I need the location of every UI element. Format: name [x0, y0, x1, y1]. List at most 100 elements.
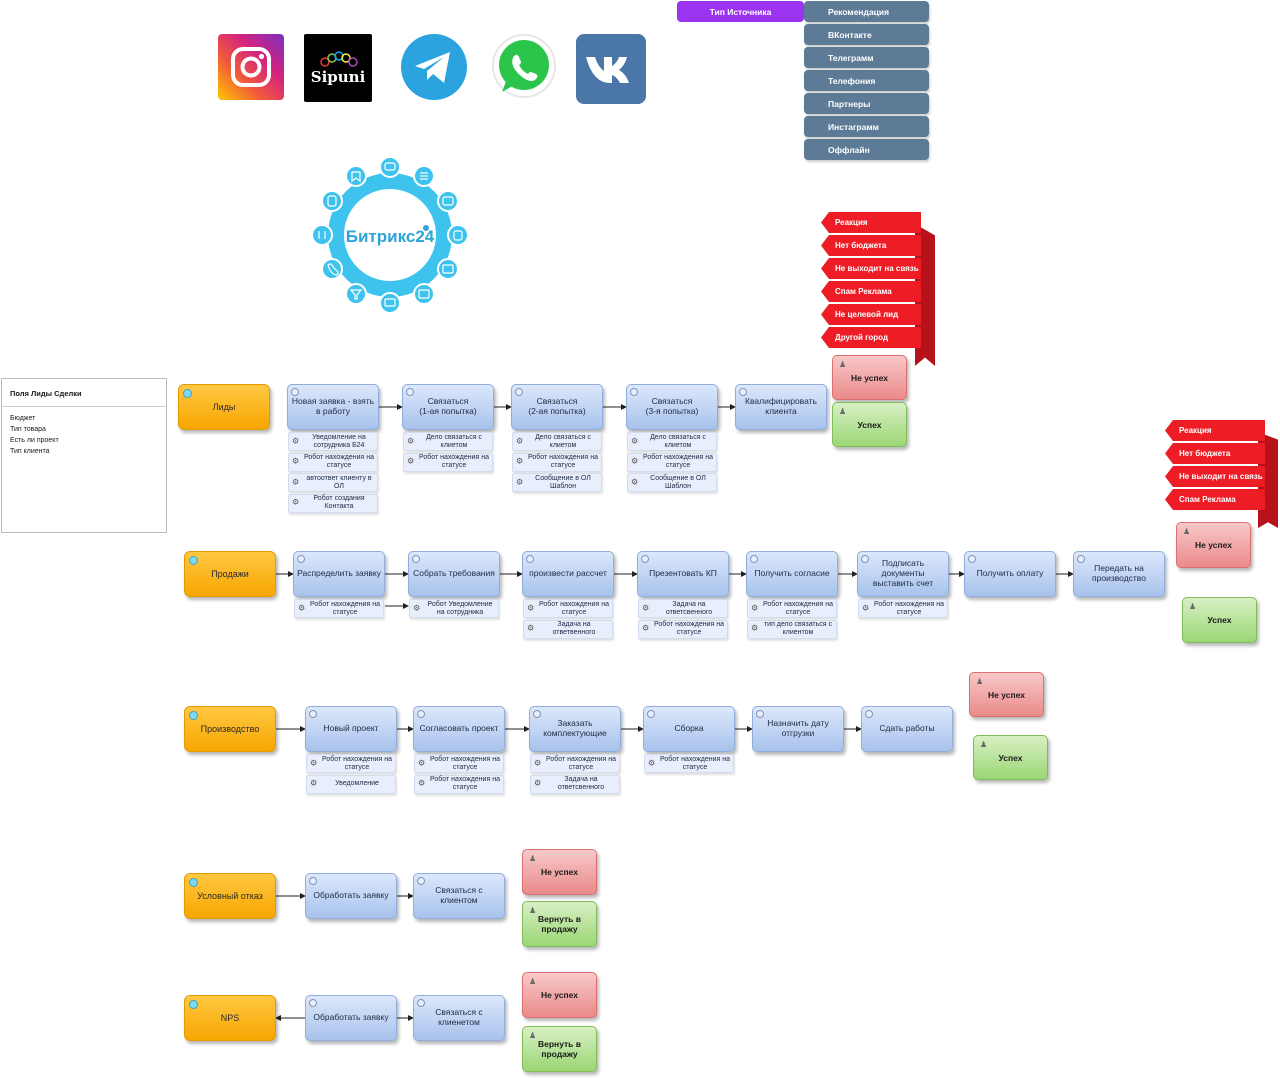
- pipeline-step[interactable]: Заказать комплектующие: [529, 706, 621, 752]
- pipeline-step[interactable]: Согласовать проект: [413, 706, 505, 752]
- automation-item[interactable]: Уведомление на сотрудника Б24⚙: [288, 432, 378, 451]
- stage-production[interactable]: Производство: [184, 706, 276, 752]
- leads-reason-tag[interactable]: Не выходит на связь: [821, 258, 921, 279]
- pipeline-step[interactable]: Назначить дату отгрузки: [752, 706, 844, 752]
- automation-item[interactable]: автоответ клиенту в ОЛ⚙: [288, 473, 378, 492]
- automation-item[interactable]: Дело связаться с клиетом⚙: [512, 432, 602, 451]
- automation-item-label: Робот нахождения на статусе: [659, 755, 731, 771]
- success-box[interactable]: Успех♟: [832, 402, 907, 447]
- pipeline-step-label: Обработать заявку: [313, 1012, 389, 1023]
- source-type-header[interactable]: Тип Источника: [677, 1, 804, 22]
- pipeline-step[interactable]: Получить оплату: [964, 551, 1056, 597]
- sales-reason-tag[interactable]: Не выходит на связь: [1165, 466, 1265, 487]
- automation-item[interactable]: Робот нахождения на статусе⚙: [306, 754, 396, 773]
- automation-item[interactable]: Задача на ответсвенного⚙: [530, 774, 620, 794]
- fail-box[interactable]: Не успех♟: [1176, 522, 1251, 568]
- stage-conditional[interactable]: Условный отказ: [184, 873, 276, 919]
- gear-icon: ⚙: [292, 477, 300, 487]
- automation-item[interactable]: Робот нахождения на статусе⚙: [627, 452, 717, 472]
- automation-item[interactable]: тип дело связаться с клиентом⚙: [747, 619, 837, 639]
- automation-item[interactable]: Робот нахождения на статусе⚙: [294, 599, 384, 618]
- source-item[interactable]: Телеграмм: [804, 47, 929, 68]
- automation-item[interactable]: Робот нахождения на статусе⚙: [512, 452, 602, 472]
- fail-box[interactable]: Не успех♟: [832, 355, 907, 400]
- automation-item[interactable]: Робот нахождения на статусе⚙: [288, 452, 378, 472]
- source-item[interactable]: Партнеры: [804, 93, 929, 114]
- automation-item[interactable]: Робот нахождения на статусе⚙: [530, 754, 620, 773]
- bitrix-wordmark: Битрикс24: [346, 227, 435, 246]
- automation-item[interactable]: Сообщение в ОЛ Шаблон⚙: [627, 473, 717, 492]
- stage-sales[interactable]: Продажи: [184, 551, 276, 597]
- pipeline-step[interactable]: Новый проект: [305, 706, 397, 752]
- success-box[interactable]: Успех♟: [973, 735, 1048, 780]
- automation-item[interactable]: Дело связаться с клиетом⚙: [627, 432, 717, 451]
- sales-reason-tag[interactable]: Спам Реклама: [1165, 489, 1265, 510]
- automation-item[interactable]: Робот нахождения на статусе⚙: [523, 599, 613, 618]
- pipeline-step[interactable]: Связаться с клиенетом: [413, 995, 505, 1041]
- automation-item[interactable]: Робот создания Контакта⚙: [288, 493, 378, 513]
- automation-item-label: Задача на ответсвенного: [557, 776, 605, 791]
- success-box-label: Успех: [1207, 615, 1232, 625]
- pipeline-step-label: Квалифицировать клиента: [745, 396, 817, 416]
- automation-item[interactable]: Робот нахождения на статусе⚙: [644, 754, 734, 773]
- sales-reason-tag[interactable]: Нет бюджета: [1165, 443, 1265, 464]
- pipeline-step[interactable]: Распределить заявку: [293, 551, 385, 597]
- fail-box[interactable]: Не успех♟: [522, 972, 597, 1018]
- automation-item[interactable]: Задача на ответвенного⚙: [523, 619, 613, 639]
- automation-item-label: Дело связаться с клиетом: [650, 433, 706, 449]
- pipeline-step[interactable]: Новая заявка - взять в работу: [287, 384, 379, 430]
- source-item[interactable]: Инстаграмм: [804, 116, 929, 137]
- leads-reason-tag[interactable]: Другой город: [821, 327, 921, 348]
- pipeline-step[interactable]: Передать на производство: [1073, 551, 1165, 597]
- automation-item[interactable]: Сообщение в ОЛ Шаблон⚙: [512, 473, 602, 492]
- pipeline-step[interactable]: Сдать работы: [861, 706, 953, 752]
- pipeline-step[interactable]: Связаться (2-ая попытка): [511, 384, 603, 430]
- leads-reason-tag[interactable]: Нет бюджета: [821, 235, 921, 256]
- automation-item[interactable]: Задача на ответсвенного⚙: [638, 599, 728, 618]
- field-item: Тип клиента: [10, 448, 50, 455]
- automation-item[interactable]: Робот нахождения на статусе⚙: [638, 619, 728, 639]
- gear-icon: ⚙: [298, 603, 306, 613]
- fail-box-label: Не успех: [541, 867, 578, 877]
- automation-item[interactable]: Робот Уведомление на сотрудника⚙: [409, 599, 499, 618]
- pipeline-step[interactable]: Презентовать КП: [637, 551, 729, 597]
- automation-item[interactable]: Уведомление⚙: [306, 774, 396, 794]
- pipeline-step[interactable]: Сборка: [643, 706, 735, 752]
- success-box[interactable]: Успех♟: [1182, 597, 1257, 643]
- leads-reason-tag[interactable]: Реакция: [821, 212, 921, 233]
- pipeline-step[interactable]: Связаться (1-ая попытка): [402, 384, 494, 430]
- pipeline-step[interactable]: Квалифицировать клиента: [735, 384, 827, 430]
- stage-nps[interactable]: NPS: [184, 995, 276, 1041]
- sales-reason-tag[interactable]: Реакция: [1165, 420, 1265, 441]
- fail-box-label: Не успех: [541, 990, 578, 1000]
- source-item[interactable]: ВКонтакте: [804, 24, 929, 45]
- pipeline-step[interactable]: произвести рассчет: [522, 551, 614, 597]
- automation-item[interactable]: Дело связаться с клиетом⚙: [403, 432, 493, 451]
- automation-item[interactable]: Робот нахождения на статусе⚙: [747, 599, 837, 618]
- leads-reason-tag[interactable]: Не целевой лид: [821, 304, 921, 325]
- leads-reason-tag[interactable]: Спам Реклама: [821, 281, 921, 302]
- pipeline-step[interactable]: Обработать заявку: [305, 873, 397, 919]
- pipeline-step[interactable]: Собрать требования: [408, 551, 500, 597]
- pipeline-step[interactable]: Связаться с клиентом: [413, 873, 505, 919]
- return-to-sales-box[interactable]: Вернуть в продажу♟: [522, 901, 597, 947]
- source-item[interactable]: Рекомендация: [804, 1, 929, 22]
- automation-item[interactable]: Робот нахождения на статусе⚙: [403, 452, 493, 472]
- gear-icon: ⚙: [862, 603, 870, 613]
- fail-box-label: Не успех: [988, 689, 1025, 700]
- stage-leads[interactable]: Лиды: [178, 384, 270, 430]
- pipeline-step[interactable]: Подписать документы выставить счет: [857, 551, 949, 597]
- automation-item[interactable]: Робот нахождения на статусе⚙: [414, 754, 504, 773]
- source-item[interactable]: Оффлайн: [804, 139, 929, 160]
- automation-item[interactable]: Робот нахождения на статусе⚙: [858, 599, 948, 618]
- pipeline-step[interactable]: Обработать заявку: [305, 995, 397, 1041]
- fail-box[interactable]: Не успех♟: [969, 672, 1044, 717]
- return-to-sales-box[interactable]: Вернуть в продажу♟: [522, 1026, 597, 1072]
- fail-box[interactable]: Не успех♟: [522, 849, 597, 895]
- gear-icon: ⚙: [292, 497, 300, 507]
- automation-item[interactable]: Робот нахождения на статусе⚙: [414, 774, 504, 794]
- pipeline-step[interactable]: Связаться (3-я попытка): [626, 384, 718, 430]
- source-item[interactable]: Телефония: [804, 70, 929, 91]
- instagram-icon: [231, 47, 271, 87]
- pipeline-step[interactable]: Получить согласие: [746, 551, 838, 597]
